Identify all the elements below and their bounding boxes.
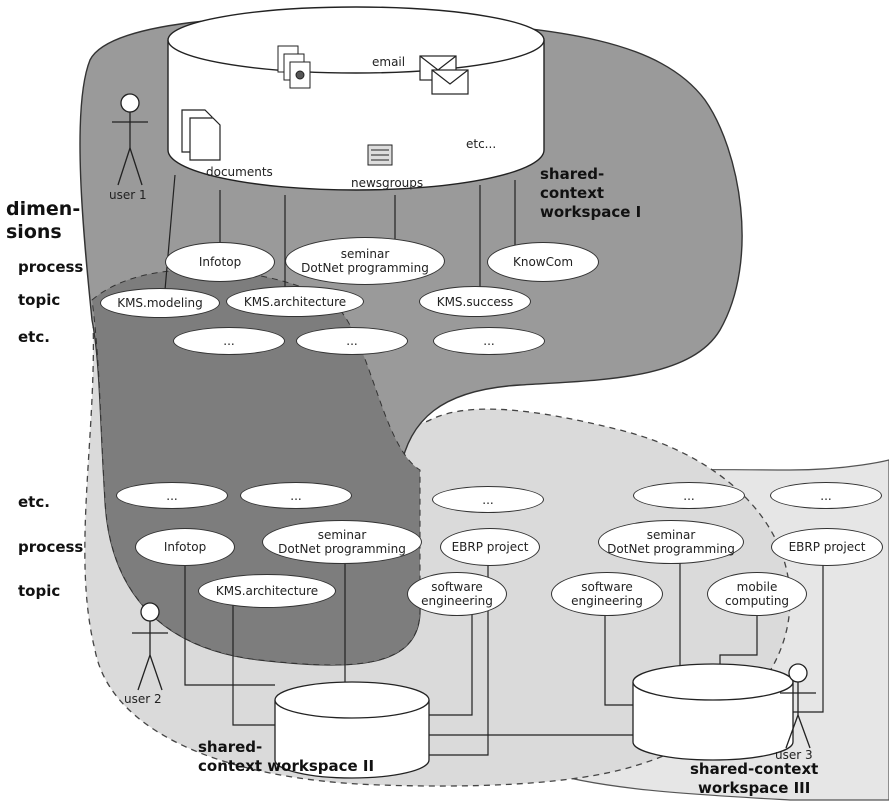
node-kms-modeling: KMS.modeling (100, 288, 220, 318)
overlap-region (91, 269, 421, 666)
node-infotop-bottom: Infotop (135, 528, 235, 566)
repository-connectors (164, 174, 516, 291)
node-ebrp-a: EBRP project (440, 528, 540, 566)
node-etc-bottom-4: ... (633, 482, 745, 509)
newsgroups-label: newsgroups (351, 176, 424, 190)
node-mobile-computing: mobile computing (707, 572, 807, 616)
node-knowcom: KnowCom (487, 242, 599, 282)
node-etc-bottom-3: ... (432, 486, 544, 513)
workspace-i-label: shared- context workspace I (540, 165, 642, 221)
etc-label: etc... (466, 137, 497, 151)
node-ebrp-b: EBRP project (771, 528, 883, 566)
cylinder-ws3 (632, 663, 794, 761)
repository-cylinder (167, 6, 545, 191)
document-stack-icon (277, 45, 311, 89)
email-label: email (372, 55, 406, 69)
lower-connectors (184, 560, 824, 756)
workspace-iii-label: shared-context workspace III (690, 760, 819, 797)
user2-label: user 2 (124, 692, 162, 706)
cylinder-ws2 (274, 681, 430, 779)
dimension-process-top: process (18, 258, 84, 276)
document-icon (181, 109, 221, 161)
node-infotop-top: Infotop (165, 242, 275, 282)
dimension-etc-top: etc. (18, 328, 50, 346)
dimensions-header: dimen- sions (6, 198, 81, 243)
node-etc-bottom-5: ... (770, 482, 882, 509)
newsgroups-icon (367, 144, 393, 166)
dimension-topic-top: topic (18, 291, 61, 309)
user1-figure (112, 93, 148, 186)
node-kms-architecture-bottom: KMS.architecture (198, 574, 336, 608)
dimension-process-bottom: process (18, 538, 84, 556)
node-software-engineering-b: software engineering (551, 572, 663, 616)
node-seminar-bottom-a: seminar DotNet programming (262, 520, 422, 564)
user2-figure (132, 602, 168, 691)
user1-label: user 1 (109, 188, 147, 202)
node-etc-top-1: ... (173, 327, 285, 355)
node-etc-bottom-1: ... (116, 482, 228, 509)
user3-figure (780, 663, 816, 749)
documents-label: documents (206, 165, 273, 179)
node-etc-top-2: ... (296, 327, 408, 355)
dimension-etc-bottom: etc. (18, 493, 50, 511)
workspace-ii-label: shared- context workspace II (198, 738, 375, 775)
node-seminar-bottom-b: seminar DotNet programming (598, 520, 744, 564)
node-kms-architecture-top: KMS.architecture (226, 286, 364, 317)
node-etc-top-3: ... (433, 327, 545, 355)
node-etc-bottom-2: ... (240, 482, 352, 509)
node-software-engineering-a: software engineering (407, 572, 507, 616)
user3-label: user 3 (775, 748, 813, 762)
email-icon (419, 55, 469, 95)
node-kms-success: KMS.success (419, 286, 531, 317)
node-seminar-top: seminar DotNet programming (285, 237, 445, 285)
dimension-topic-bottom: topic (18, 582, 61, 600)
